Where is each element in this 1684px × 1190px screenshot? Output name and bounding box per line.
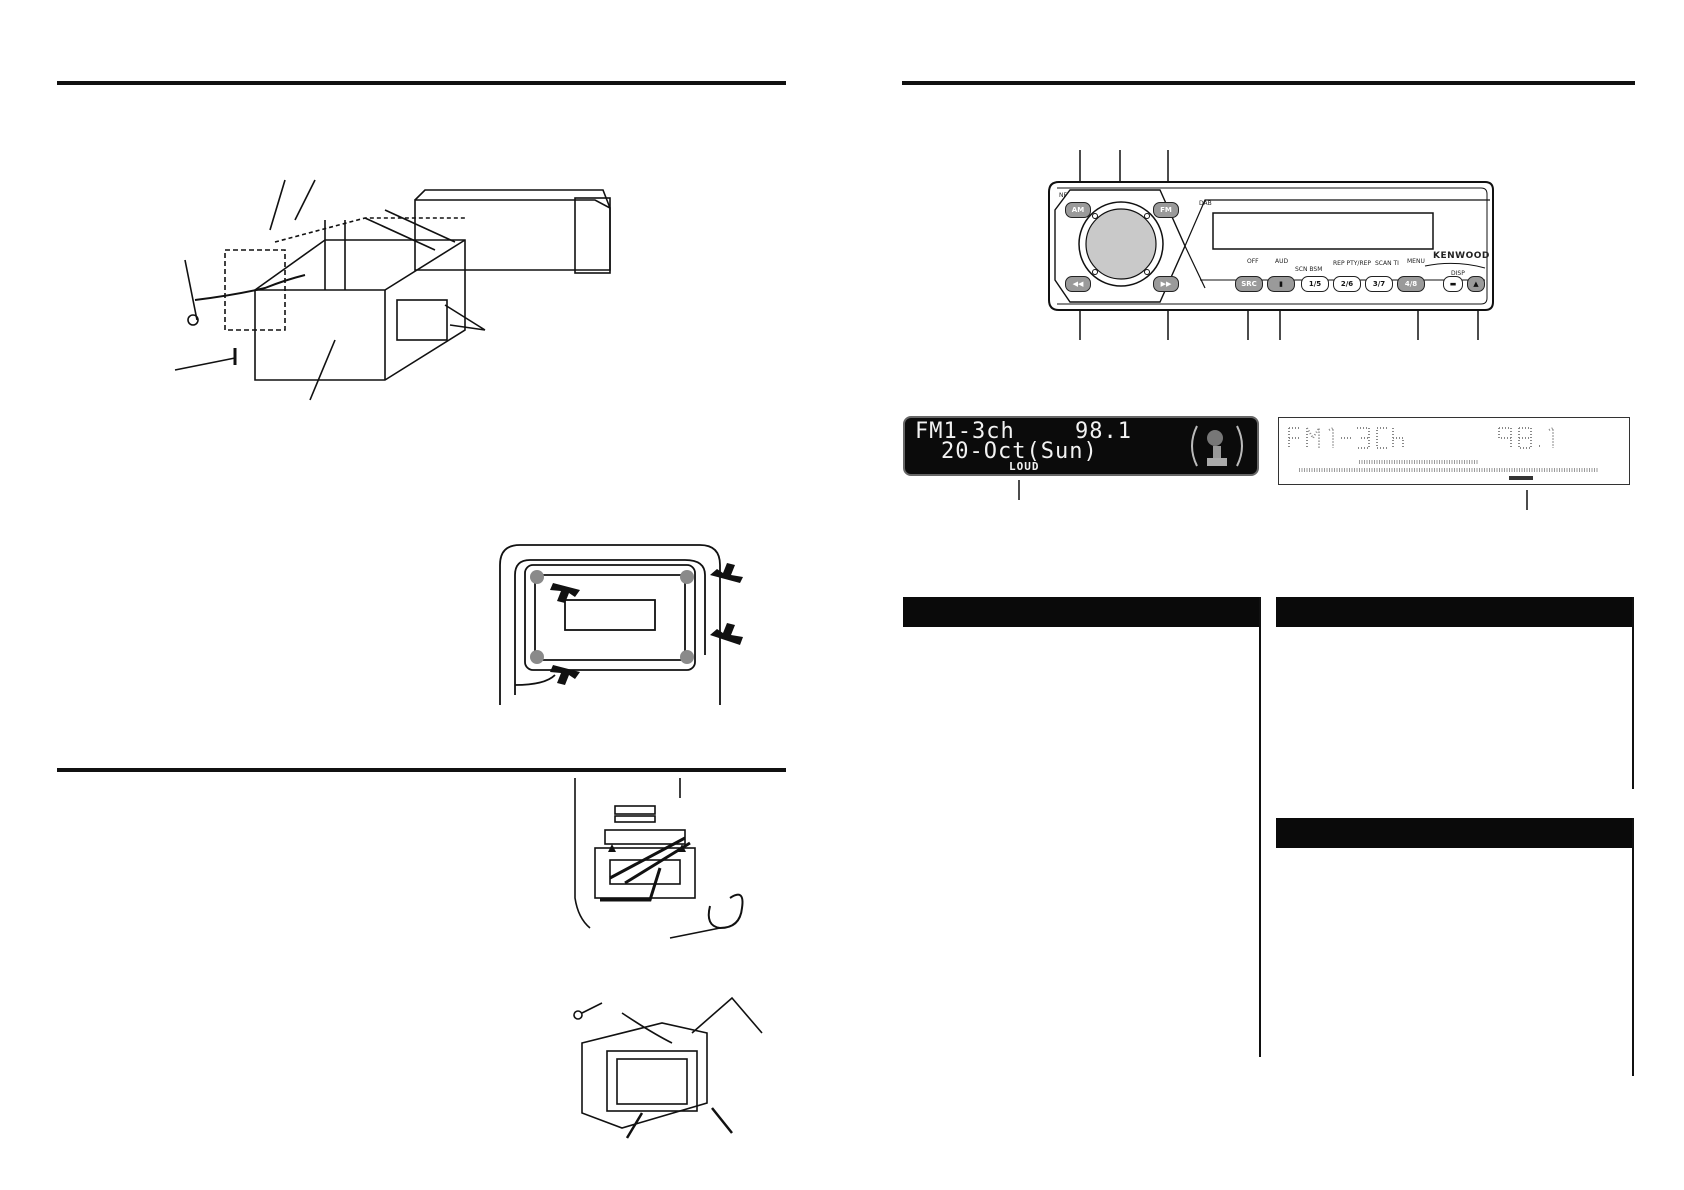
scn-bsm-label: SCN BSM <box>1295 266 1323 273</box>
lcd-date: 20-Oct(Sun) <box>941 439 1098 464</box>
left-middle-rule <box>57 768 786 772</box>
lcd-band: FM1-3ch <box>915 419 1015 444</box>
fm-button[interactable]: FM <box>1153 202 1179 218</box>
release-icon: ▲ <box>1473 280 1479 288</box>
attenuator-button[interactable]: ▮ <box>1267 276 1295 292</box>
sleeve-removal-diagram <box>573 996 763 1139</box>
seek-up-button[interactable]: ▶▶ <box>1153 276 1179 292</box>
brand-logo: KENWOOD <box>1433 251 1490 261</box>
seek-down-button[interactable]: ◀◀ <box>1065 276 1091 292</box>
attenuator-icon: ▮ <box>1279 280 1283 288</box>
scan-label: SCAN TI <box>1375 260 1399 267</box>
seek-down-icon: ◀◀ <box>1072 280 1084 288</box>
am-button[interactable]: AM <box>1065 202 1091 218</box>
section-header-right-bottom <box>1276 818 1634 848</box>
release-button[interactable]: ▲ <box>1467 276 1485 292</box>
mounting-diagram <box>174 179 611 401</box>
dot-matrix-display <box>1278 417 1630 485</box>
aud-label: AUD <box>1275 258 1289 265</box>
rep-label: REP PTY/REP <box>1333 260 1372 267</box>
display-callout-lines <box>1018 480 1528 510</box>
frame-attach-diagram <box>499 544 743 705</box>
lcd-frequency: 98.1 <box>1075 419 1132 444</box>
menu-label: MENU <box>1407 258 1425 265</box>
eject-button[interactable]: ▬ <box>1443 276 1463 292</box>
dot-matrix-segments <box>1288 424 1599 480</box>
preset-3-button[interactable]: 3/7 <box>1365 276 1393 292</box>
display-lcd: FM1-3ch 98.1 20-Oct(Sun) LOUD <box>903 416 1259 476</box>
right-bottom-edge <box>1632 818 1634 1076</box>
dab-label: DAB <box>1199 200 1212 207</box>
preset-4-button[interactable]: 4/8 <box>1397 276 1425 292</box>
eject-icon: ▬ <box>1449 280 1457 288</box>
right-top-rule <box>902 81 1635 85</box>
removal-tool-diagram <box>574 778 744 939</box>
section-header-left <box>903 597 1259 627</box>
station-graphic <box>1191 425 1243 467</box>
preset-1-button[interactable]: 1/5 <box>1301 276 1329 292</box>
section-header-right-top <box>1276 597 1634 627</box>
left-column-edge <box>1259 597 1261 1057</box>
preset-2-button[interactable]: 2/6 <box>1333 276 1361 292</box>
receiver-faceplate: AM FM ◀◀ ▶▶ NF DAB KENWOOD OFF AUD SCN B… <box>1045 180 1495 312</box>
src-button[interactable]: SRC <box>1235 276 1263 292</box>
volume-knob[interactable] <box>1086 209 1156 279</box>
loud-indicator: LOUD <box>1009 460 1040 473</box>
right-top-edge <box>1632 597 1634 789</box>
disp-label: DISP <box>1451 270 1465 277</box>
left-top-rule <box>57 81 786 85</box>
nf-label: NF <box>1059 192 1067 199</box>
off-label: OFF <box>1247 258 1259 265</box>
seek-up-icon: ▶▶ <box>1160 280 1172 288</box>
